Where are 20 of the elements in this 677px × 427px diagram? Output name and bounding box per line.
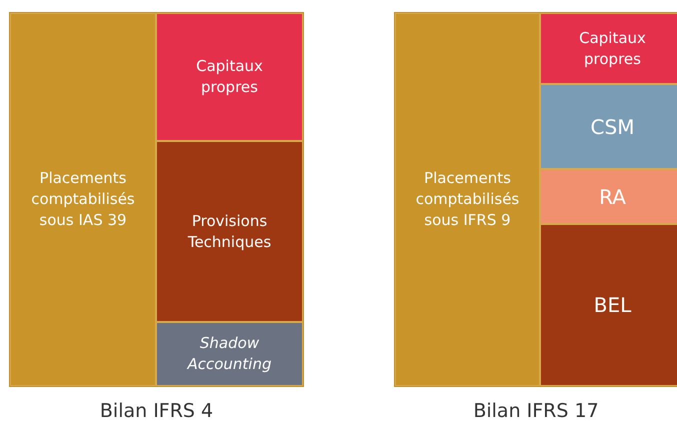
block-label: Capitaux propres [578, 28, 647, 70]
balance-sheet-caption: Bilan IFRS 17 [472, 400, 600, 422]
balance-sheet-block [540, 169, 677, 224]
block-label: BEL [594, 292, 632, 319]
balance-sheet-block [156, 141, 303, 322]
block-label: Placements comptabilisés sous IFRS 9 [414, 168, 520, 231]
balance-sheet-block [10, 13, 156, 386]
balance-sheet-caption: Bilan IFRS 4 [98, 400, 214, 422]
block-label: Provisions Techniques [186, 210, 272, 252]
balance-sheet-block [540, 13, 677, 84]
block-label: CSM [590, 114, 634, 140]
block-label: RA [599, 184, 626, 210]
block-label: Shadow Accounting [186, 333, 273, 375]
balance-sheet-block [540, 224, 677, 386]
balance-sheet-block [540, 84, 677, 169]
balance-sheet-block [156, 13, 303, 141]
block-label: Capitaux propres [195, 56, 264, 98]
balance-sheet-block [395, 13, 540, 386]
balance-sheet-block [156, 322, 303, 386]
block-label: Placements comptabilisés sous IAS 39 [30, 168, 136, 231]
